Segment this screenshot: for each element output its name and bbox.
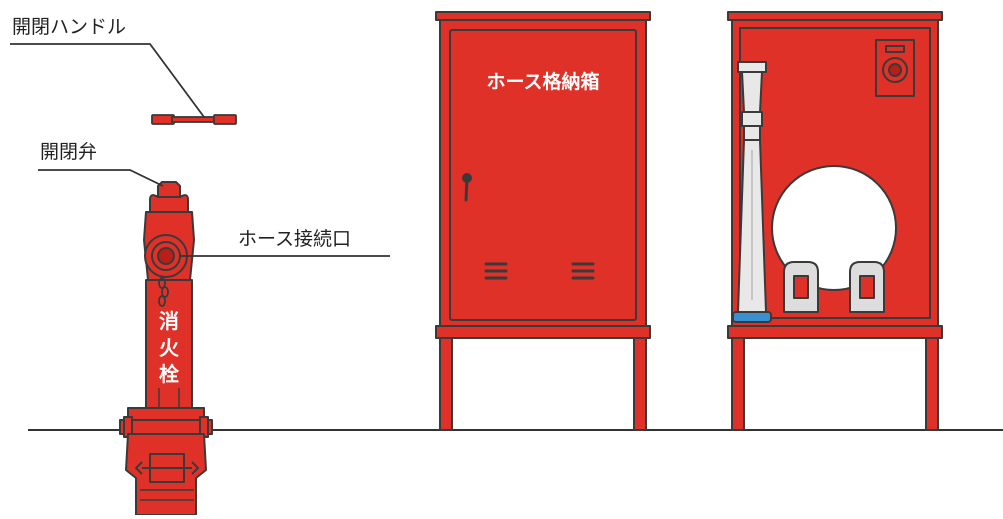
label-hose-outlet: ホース接続口 [238,228,352,250]
vent-right [571,262,595,280]
hydrant-column [145,279,193,409]
hydrant-char-3: 栓 [159,362,179,386]
cabinet-leg-right [633,337,647,431]
label-handle: 開閉ハンドル [12,16,127,38]
cabinet-door [449,29,637,321]
coiled-hose [771,165,897,291]
hydrant-dome [149,194,189,213]
cabinet-leg-left [439,337,453,431]
cabinet2-leg-left [731,337,745,431]
hose-holder-left [783,261,819,313]
leader-lines [10,43,390,257]
hose-nozzle [737,61,767,313]
cabinet-title: ホース格納箱 [486,70,599,93]
label-valve: 開閉弁 [40,141,98,163]
handle-leader [10,43,205,118]
cabinet2-leg-right [925,337,939,431]
hydrant-flange [119,419,213,435]
nozzle-blue-base [732,311,772,323]
vent-left [484,262,508,280]
hose-holder-right [849,261,885,313]
hose-cabinet-closed [435,11,651,431]
hydrant-char-1: 消 [159,309,179,333]
hydrant-char-2: 火 [159,336,180,360]
hose-cabinet-open [727,11,943,431]
valve-handle [151,114,237,125]
valve-leader [38,169,164,187]
